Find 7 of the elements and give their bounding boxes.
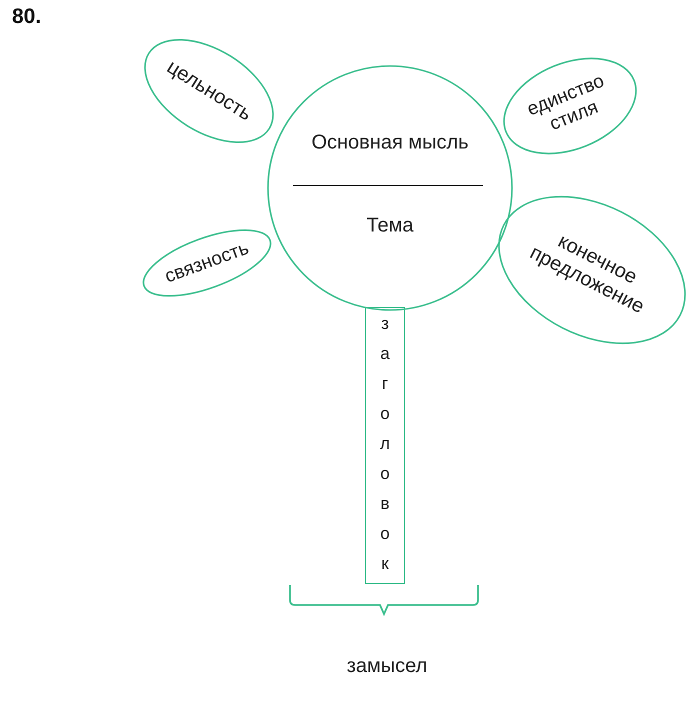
exercise-number: 80. <box>12 5 42 29</box>
circle-label: Тема <box>366 214 414 238</box>
center-circle <box>267 65 513 311</box>
stem-label: заголовок <box>376 314 394 584</box>
brace-label: замысел <box>346 654 428 678</box>
circle-label: Основная мысль <box>311 132 469 154</box>
stem-rectangle <box>365 306 405 584</box>
